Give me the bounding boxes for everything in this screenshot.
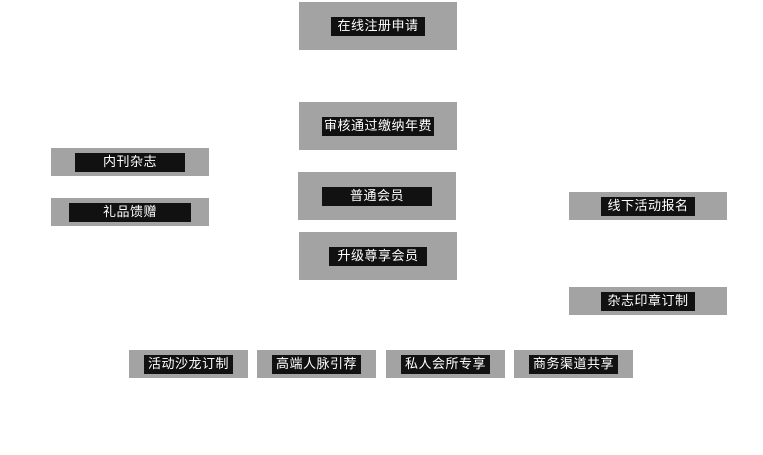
register-online-box: 在线注册申请	[299, 2, 457, 50]
upgrade-premium-box: 升级尊享会员	[299, 232, 457, 280]
internal-magazine-label: 内刊杂志	[74, 152, 185, 172]
gift-present-box: 礼品馈赠	[51, 198, 209, 226]
event-salon-custom-label: 活动沙龙订制	[143, 354, 233, 374]
review-pay-fee-label: 审核通过缴纳年费	[321, 116, 434, 136]
regular-member-label: 普通会员	[321, 186, 432, 206]
highend-network-label: 高端人脉引荐	[271, 354, 361, 374]
magazine-seal-custom-box: 杂志印章订制	[569, 287, 727, 315]
gift-present-label: 礼品馈赠	[68, 202, 191, 222]
regular-member-box: 普通会员	[298, 172, 456, 220]
review-pay-fee-box: 审核通过缴纳年费	[299, 102, 457, 150]
business-channel-share-label: 商务渠道共享	[528, 354, 618, 374]
upgrade-premium-label: 升级尊享会员	[329, 246, 427, 266]
offline-event-signup-box: 线下活动报名	[569, 192, 727, 220]
offline-event-signup-label: 线下活动报名	[601, 196, 695, 216]
business-channel-share-box: 商务渠道共享	[514, 350, 633, 378]
highend-network-box: 高端人脉引荐	[257, 350, 376, 378]
event-salon-custom-box: 活动沙龙订制	[129, 350, 248, 378]
register-online-label: 在线注册申请	[331, 16, 425, 36]
internal-magazine-box: 内刊杂志	[51, 148, 209, 176]
magazine-seal-custom-label: 杂志印章订制	[601, 291, 695, 311]
private-club-exclusive-box: 私人会所专享	[386, 350, 505, 378]
private-club-exclusive-label: 私人会所专享	[400, 354, 490, 374]
